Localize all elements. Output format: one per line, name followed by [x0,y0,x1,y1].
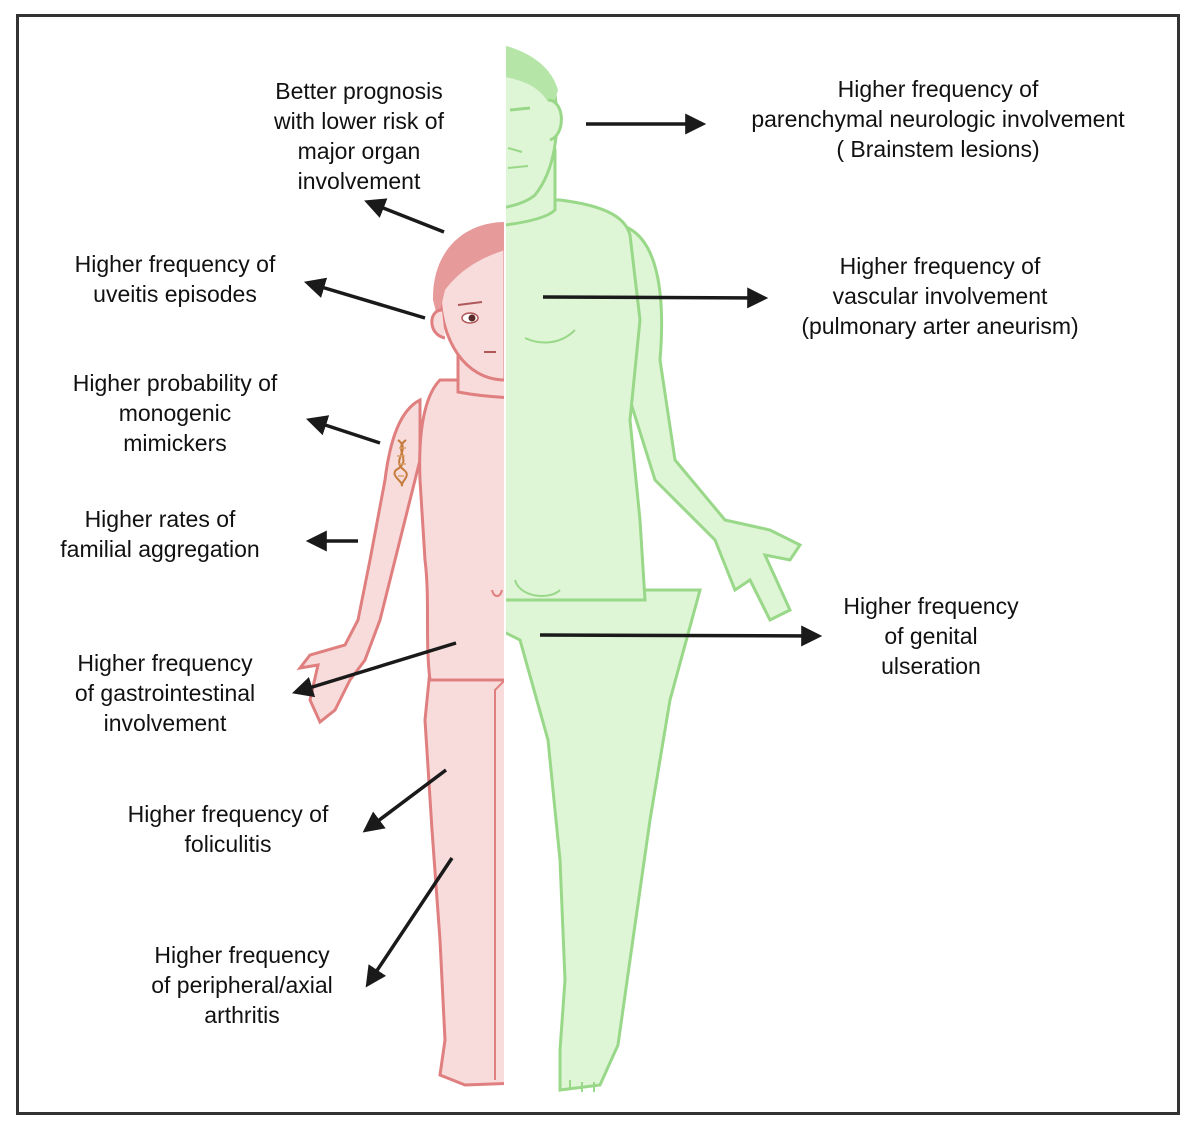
adult-figure [505,45,803,1092]
arrow-uveitis [303,277,426,320]
child-figure [296,222,505,1087]
arrow-gastro [291,641,457,698]
child-torso [418,378,505,682]
arrow-arthritis [365,857,454,988]
adult-torso [505,198,647,602]
adult-legs [505,588,702,1092]
label-familial: Higher rates of familial aggregation [60,506,260,562]
arrow-prognosis [364,198,445,234]
child-legs [423,668,505,1087]
label-neuro: Higher frequency of parenchymal neurolog… [751,76,1125,162]
child-arm [296,397,422,725]
adult-hair [505,45,558,110]
child-hair [432,222,505,320]
label-vascular: Higher frequency of vascular involvement… [801,253,1079,339]
label-arthritis: Higher frequency of peripheral/axial art… [151,942,333,1028]
dna-helix-icon [393,439,408,487]
arrow-vascular [542,287,769,309]
label-gastro: Higher frequency of gastrointestinal inv… [74,650,256,736]
label-prognosis: Better prognosis with lower risk of majo… [274,78,444,194]
label-foliculitis: Higher frequency of foliculitis [127,801,329,857]
adult-arm [608,223,803,623]
label-genital: Higher frequency of genital ulseration [843,593,1019,679]
label-monogenic: Higher probability of monogenic mimicker… [72,370,278,456]
annotation-arrows [291,113,823,988]
arrow-foliculitis [362,768,448,833]
label-uveitis: Higher frequency of uveitis episodes [74,251,276,307]
arrow-genital [539,625,823,647]
arrow-monogenic [306,415,381,445]
